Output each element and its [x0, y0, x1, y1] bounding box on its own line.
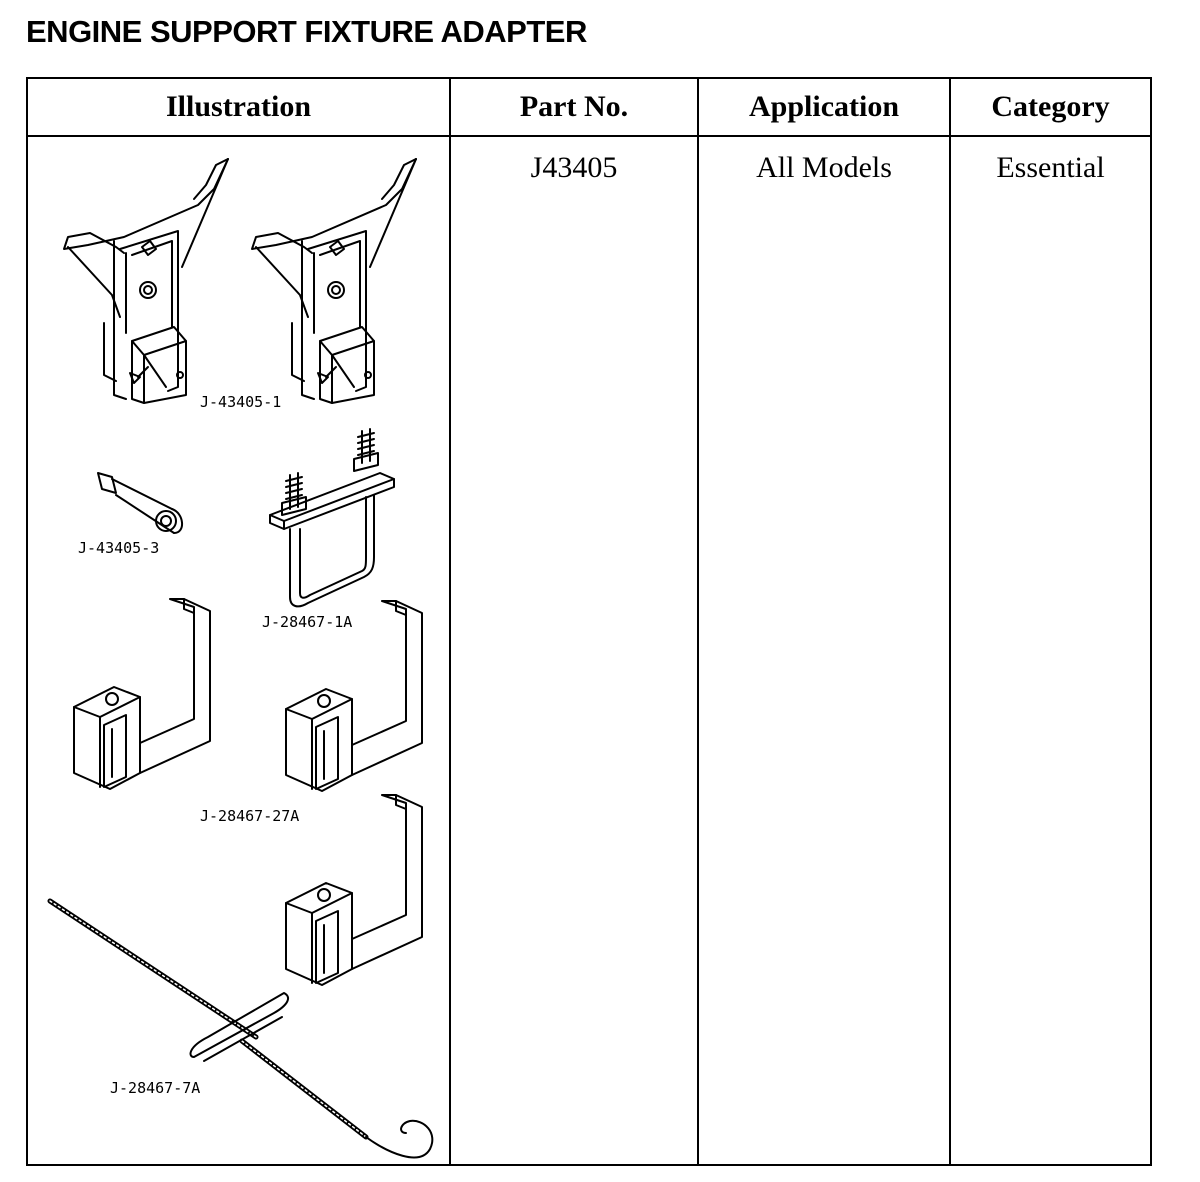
label-spacer: J-43405-3	[78, 539, 159, 557]
illustration-cell: J-43405-1	[26, 135, 451, 1166]
spacer-drawing	[97, 472, 183, 534]
hook-adapter-lower-drawing	[285, 794, 423, 986]
label-hook-adapter: J-28467-27A	[200, 807, 299, 825]
category-cell: Essential	[949, 135, 1152, 1166]
header-category: Category	[949, 77, 1152, 137]
page-title: ENGINE SUPPORT FIXTURE ADAPTER	[26, 14, 587, 49]
hook-adapter-left-drawing	[73, 598, 211, 790]
plate-with-bolts-drawing	[269, 428, 395, 608]
label-plate-bolts: J-28467-1A	[262, 613, 352, 631]
application-cell: All Models	[697, 135, 951, 1166]
header-application: Application	[697, 77, 951, 137]
header-part-no: Part No.	[449, 77, 699, 137]
threaded-rod-drawing	[47, 898, 434, 1159]
label-bracket: J-43405-1	[200, 393, 281, 411]
hook-adapter-right-drawing	[285, 600, 423, 792]
engine-bracket-left-drawing	[63, 158, 229, 404]
part-number-cell: J43405	[449, 135, 699, 1166]
table-row: J-43405-1	[26, 135, 1152, 1166]
tool-illustration: J-43405-1	[47, 158, 434, 1159]
label-threaded-rod: J-28467-7A	[110, 1079, 200, 1097]
table-header-row: Illustration Part No. Application Catego…	[26, 77, 1152, 137]
engine-bracket-right-drawing	[251, 158, 417, 404]
header-illustration: Illustration	[26, 77, 451, 137]
special-tools-table: Illustration Part No. Application Catego…	[26, 77, 1152, 1166]
